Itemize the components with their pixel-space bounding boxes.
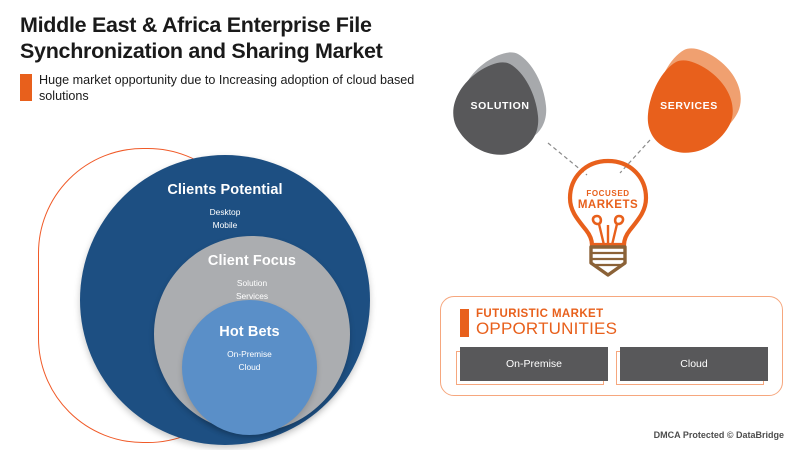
nested-circles-diagram: Clients Potential Desktop Mobile Client … bbox=[30, 140, 390, 450]
header: Middle East & Africa Enterprise File Syn… bbox=[20, 12, 450, 105]
blob-services-shape bbox=[647, 48, 741, 153]
copyright-footer: DMCA Protected © DataBridge bbox=[653, 430, 784, 440]
opportunities-title-line2: OPPORTUNITIES bbox=[476, 319, 618, 339]
accent-bar bbox=[20, 74, 32, 102]
opportunities-title-block: FUTURISTIC MARKET OPPORTUNITIES bbox=[476, 308, 617, 338]
opportunity-box-cloud[interactable]: Cloud bbox=[620, 347, 768, 382]
circle-outer-sublabels: Desktop Mobile bbox=[209, 207, 241, 230]
opportunities-accent-bar bbox=[460, 309, 469, 337]
circle-hot-bets: Hot Bets On-Premise Cloud bbox=[182, 300, 317, 435]
blob-solution: SOLUTION bbox=[452, 50, 552, 155]
opportunity-box-on-premise[interactable]: On-Premise bbox=[460, 347, 608, 382]
opportunities-title-line1: FUTURISTIC MARKET bbox=[476, 308, 604, 320]
circle-inner-label: Hot Bets bbox=[219, 324, 280, 340]
opportunity-box-wrap: On-Premise bbox=[456, 347, 608, 386]
blob-services-label: SERVICES bbox=[660, 100, 718, 112]
circle-inner-sublabels: On-Premise Cloud bbox=[227, 349, 272, 372]
opportunities-heading: FUTURISTIC MARKET OPPORTUNITIES bbox=[460, 308, 782, 338]
blob-solution-label: SOLUTION bbox=[470, 100, 530, 112]
opportunity-box-wrap: Cloud bbox=[616, 347, 768, 386]
lightbulb-icon bbox=[567, 158, 649, 277]
blob-services: SERVICES bbox=[636, 46, 741, 153]
lightbulb-focused-markets: FOCUSED MARKETS bbox=[560, 155, 656, 280]
circle-outer-label: Clients Potential bbox=[167, 182, 283, 198]
circle-middle-label: Client Focus bbox=[207, 253, 297, 269]
futuristic-opportunities-panel: FUTURISTIC MARKET OPPORTUNITIES On-Premi… bbox=[440, 296, 783, 396]
blob-solution-shape bbox=[453, 52, 547, 155]
page-title: Middle East & Africa Enterprise File Syn… bbox=[20, 13, 383, 64]
focused-markets-diagram: SOLUTION SERVICES bbox=[440, 40, 790, 290]
subtitle-row: Huge market opportunity due to Increasin… bbox=[20, 73, 450, 104]
page-subtitle: Huge market opportunity due to Increasin… bbox=[39, 73, 415, 104]
circle-middle-sublabels: Solution Services bbox=[235, 278, 269, 301]
opportunities-box-row: On-Premise Cloud bbox=[456, 347, 782, 386]
